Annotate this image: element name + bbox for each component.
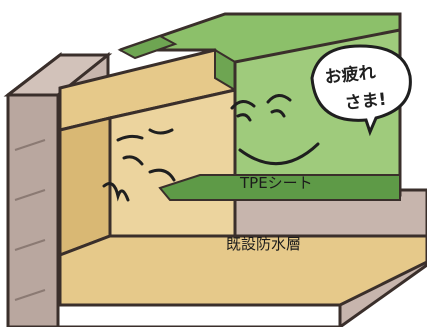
tpe-sheet-label: TPEシート (240, 174, 313, 192)
tpe-sheet-face (230, 94, 320, 165)
existing-layer-face (102, 128, 176, 202)
existing-waterproof-layer-label: 既設防水層 (226, 235, 302, 253)
speech-bubble (310, 44, 412, 137)
existing-waterproof-layer-shape (58, 48, 427, 307)
speech-bubble-line2: さま! (343, 89, 388, 114)
